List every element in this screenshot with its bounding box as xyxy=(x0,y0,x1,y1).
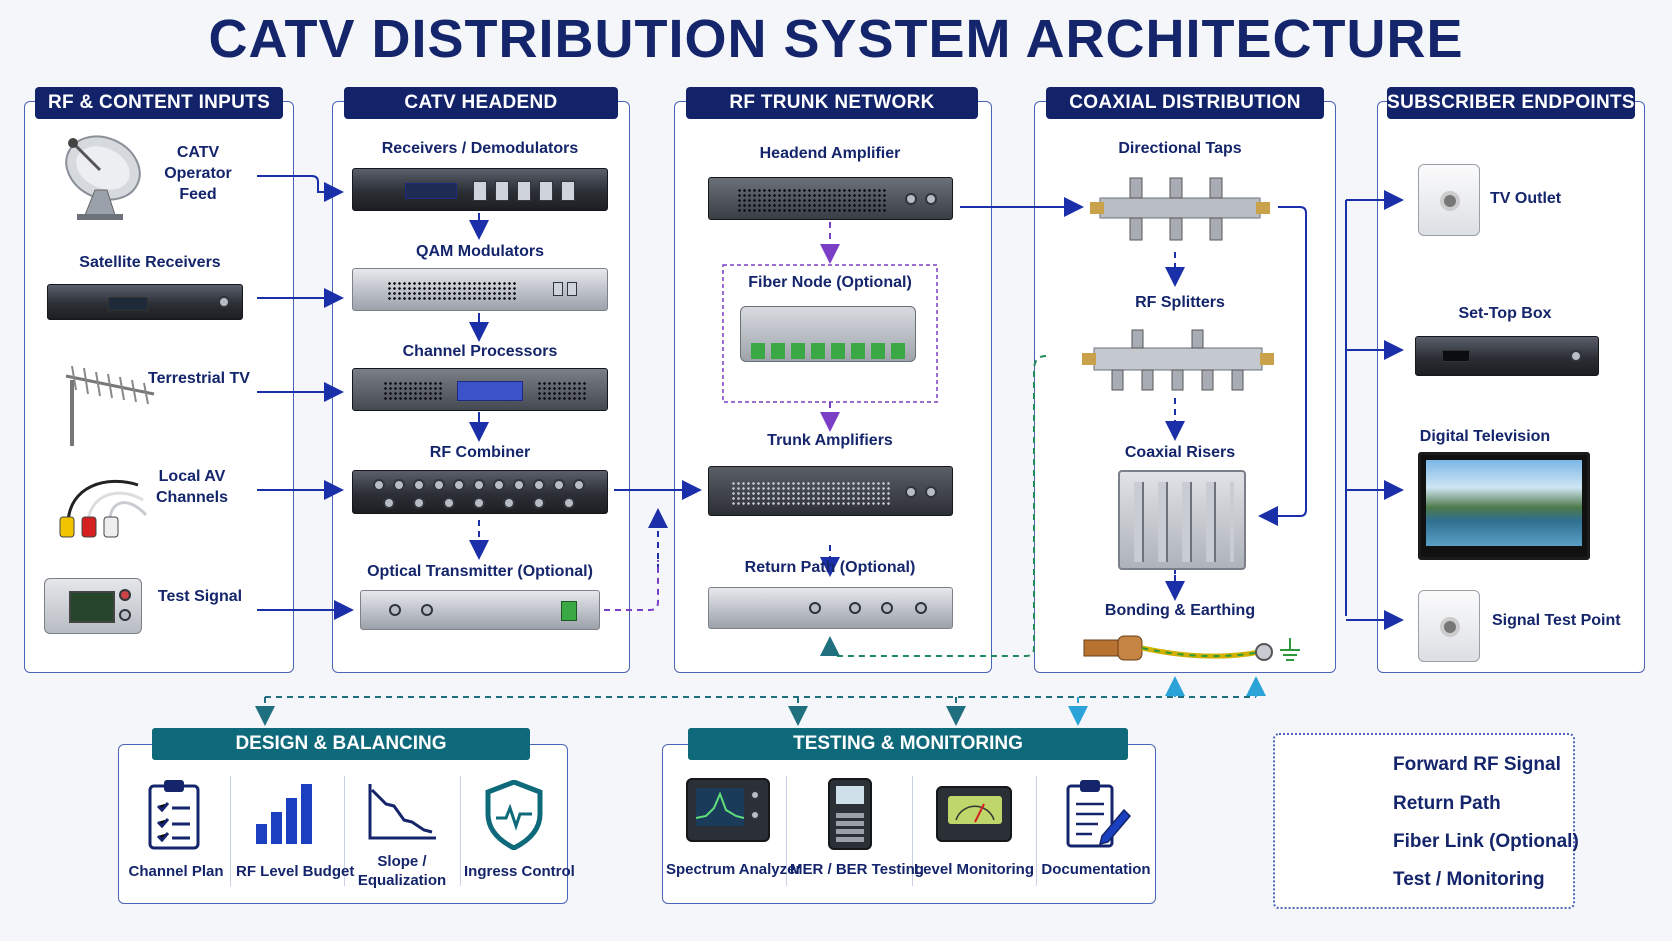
design-ingress-control: Ingress Control xyxy=(464,863,575,880)
directional-tap-icon xyxy=(1090,177,1270,241)
headend-receivers-label: Receivers / Demodulators xyxy=(381,140,579,157)
receivers-demodulators-device xyxy=(352,168,608,211)
clipboard-icon xyxy=(148,780,200,850)
bonding-earthing-icon xyxy=(1083,635,1300,661)
testing-level-monitoring: Level Monitoring xyxy=(914,861,1034,878)
bar-chart-icon xyxy=(256,784,312,844)
coax-header: COAXIAL DISTRIBUTION xyxy=(1046,87,1324,119)
qam-modulators-device xyxy=(352,268,608,311)
set-top-box-device xyxy=(1415,336,1599,376)
headend-optical-transmitter-label: Optical Transmitter (Optional) xyxy=(367,563,593,580)
satellite-receiver-device xyxy=(47,284,243,320)
input-satellite-receivers: Satellite Receivers xyxy=(79,254,221,271)
coax-bonding-earthing-label: Bonding & Earthing xyxy=(1104,602,1256,619)
coaxial-riser-box xyxy=(1118,470,1246,570)
antenna-icon xyxy=(65,365,155,446)
testing-monitoring-header: TESTING & MONITORING xyxy=(688,728,1128,760)
shield-icon xyxy=(485,780,543,850)
headend-qam-label: QAM Modulators xyxy=(416,243,544,260)
design-balancing-header: DESIGN & BALANCING xyxy=(152,728,530,760)
page-title: CATV DISTRIBUTION SYSTEM ARCHITECTURE xyxy=(208,9,1464,69)
rca-cable-icon xyxy=(59,479,148,538)
trunk-fiber-node-label: Fiber Node (Optional) xyxy=(748,274,912,291)
input-catv-operator-feed: CATV Operator Feed xyxy=(164,144,232,203)
rf-combiner-device xyxy=(352,470,608,514)
input-test-signal: Test Signal xyxy=(157,588,243,605)
endpoint-digital-television: Digital Television xyxy=(1419,428,1551,445)
legend-return-path: Return Path xyxy=(1393,793,1501,814)
satellite-dish-icon xyxy=(65,135,141,220)
return-path-device xyxy=(708,587,953,629)
channel-processors-device xyxy=(352,368,608,411)
coax-risers-label: Coaxial Risers xyxy=(1124,444,1236,461)
slope-icon xyxy=(368,784,436,840)
legend-test-monitoring: Test / Monitoring xyxy=(1393,869,1545,890)
trunk-trunk-amplifiers-label: Trunk Amplifiers xyxy=(767,432,893,449)
design-channel-plan: Channel Plan xyxy=(128,863,224,880)
trunk-header: RF TRUNK NETWORK xyxy=(686,87,978,119)
mer-ber-meter-device xyxy=(828,778,872,850)
spectrum-analyzer-device xyxy=(686,778,770,842)
signal-test-point-device xyxy=(1418,590,1480,662)
headend-channel-processors-label: Channel Processors xyxy=(402,343,558,360)
input-local-av-channels: Local AV Channels xyxy=(155,468,228,506)
digital-television-device xyxy=(1418,452,1590,560)
tv-outlet-device xyxy=(1418,164,1480,236)
testing-mer-ber: MER / BER Testing xyxy=(790,861,924,878)
testing-documentation: Documentation xyxy=(1041,861,1151,878)
rf-splitter-icon xyxy=(1082,329,1274,391)
coax-rf-splitters-label: RF Splitters xyxy=(1135,294,1225,311)
design-rf-level-budget: RF Level Budget xyxy=(236,863,355,880)
legend-forward-rf: Forward RF Signal xyxy=(1393,754,1561,775)
coax-directional-taps-label: Directional Taps xyxy=(1118,140,1242,157)
trunk-amplifiers-device xyxy=(708,466,953,516)
inputs-panel xyxy=(24,101,294,673)
documentation-icon xyxy=(1066,780,1132,848)
inputs-header: RF & CONTENT INPUTS xyxy=(35,87,283,119)
optical-transmitter-device xyxy=(360,590,600,630)
legend-panel xyxy=(1273,733,1575,909)
test-signal-generator-device xyxy=(44,578,142,634)
endpoint-set-top-box: Set-Top Box xyxy=(1458,305,1552,322)
endpoints-header: SUBSCRIBER ENDPOINTS xyxy=(1387,87,1635,119)
testing-spectrum-analyzer: Spectrum Analyzer xyxy=(666,861,802,878)
input-terrestrial-tv: Terrestrial TV xyxy=(148,370,250,387)
endpoint-tv-outlet: TV Outlet xyxy=(1490,190,1562,207)
headend-rf-combiner-label: RF Combiner xyxy=(429,444,531,461)
headend-header: CATV HEADEND xyxy=(344,87,618,119)
trunk-headend-amplifier-label: Headend Amplifier xyxy=(759,145,901,162)
endpoint-signal-test-point: Signal Test Point xyxy=(1492,612,1621,629)
level-meter-device xyxy=(936,786,1012,842)
trunk-return-path-label: Return Path (Optional) xyxy=(744,559,916,576)
legend-fiber-link: Fiber Link (Optional) xyxy=(1393,831,1579,852)
fiber-node-device xyxy=(740,306,916,362)
design-slope-equalization: Slope / Equalization xyxy=(357,853,447,889)
coax-panel xyxy=(1034,101,1336,673)
headend-amplifier-device xyxy=(708,177,953,220)
